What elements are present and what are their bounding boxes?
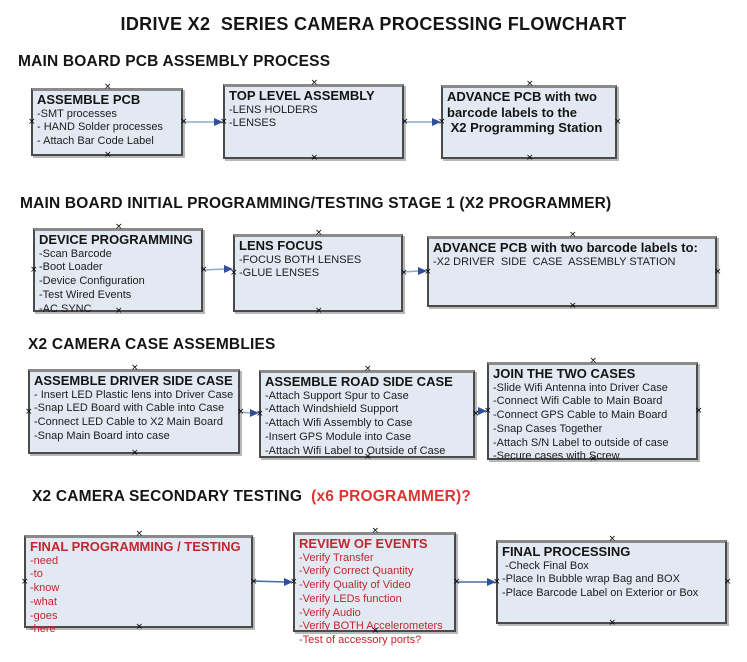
connector-arrowhead [250,409,259,417]
flow-box-item: -GLUE LENSES [239,267,320,280]
flow-box-title: ASSEMBLE DRIVER SIDE CASE [34,373,233,388]
flow-box[interactable]: FINAL PROGRAMMING / TESTING-need-to-know… [24,535,253,635]
section-heading-pcb-assembly: MAIN BOARD PCB ASSEMBLY PROCESS [18,53,330,71]
flow-box-item: -Verify LEDs function [299,592,402,605]
flow-box-item: -here [30,623,56,636]
flow-box-item: -Secure cases with Screw [493,450,620,463]
flow-box-item: -AC SYNC [39,302,92,315]
flow-box-item: -Verify Quality of Video [299,579,411,592]
flow-box-item: -Attach S/N Label to outside of case [493,436,669,449]
flow-box-item: -Attach Support Spur to Case [265,389,409,402]
connector-line [239,411,252,414]
flow-box-item: -Test Wired Events [39,288,132,301]
flow-box-item: -Verify Transfer [299,551,374,564]
flow-box[interactable]: REVIEW OF EVENTS-Verify Transfer-Verify … [293,532,456,646]
section-heading-initial-programming: MAIN BOARD INITIAL PROGRAMMING/TESTING S… [20,195,611,213]
connector-arrowhead [224,265,233,273]
section-heading-secondary-testing: X2 CAMERA SECONDARY TESTING (x6 PROGRAMM… [32,488,471,506]
flow-box-title: LENS FOCUS [239,238,323,253]
flow-box-item: -goes [30,609,58,622]
connector-arrowhead [478,407,487,415]
flow-box-item: -Slide Wifi Antenna into Driver Case [493,381,668,394]
flow-box-item: -Snap Cases Together [493,422,603,435]
flow-box-title: ADVANCE PCB with two barcode labels to: [433,240,698,255]
connector-arrowhead [432,118,441,126]
flow-box-item: -Insert GPS Module into Case [265,430,412,443]
section-heading-text: X2 CAMERA SECONDARY TESTING [32,488,307,505]
flow-box[interactable]: TOP LEVEL ASSEMBLY-LENS HOLDERS-LENSES [223,84,404,159]
flow-box-item: -Snap Main Board into case [34,429,170,442]
flow-box[interactable]: ASSEMBLE ROAD SIDE CASE-Attach Support S… [259,370,475,458]
flow-box-item: -Place In Bubble wrap Bag and BOX [502,573,680,586]
flow-box-item: -LENSES [229,117,277,130]
flow-box-item: -Test of accessory ports? [299,634,422,647]
flow-box-item: - Insert LED Plastic lens into Driver Ca… [34,388,234,401]
flow-box-title: DEVICE PROGRAMMING [39,232,193,247]
flow-box-item: -Verify Correct Quantity [299,565,414,578]
page-title: IDRIVE X2 SERIES CAMERA PROCESSING FLOWC… [120,14,627,34]
flow-box[interactable]: ASSEMBLE DRIVER SIDE CASE- Insert LED Pl… [28,369,240,454]
flow-box-item: -Place Barcode Label on Exterior or Box [502,587,699,600]
flow-box[interactable]: FINAL PROCESSING -Check Final Box-Place … [496,540,727,624]
flow-box-title: FINAL PROCESSING [502,544,631,559]
flow-box-item: -Verify BOTH Accelerometers [299,620,443,633]
flow-box-item: -Attach Windshield Support [265,403,399,416]
connector-line [202,268,226,271]
flow-box-item: -know [30,582,60,595]
flow-box-title: ADVANCE PCB with two barcode labels to t… [447,89,603,135]
section-heading-text: MAIN BOARD PCB ASSEMBLY PROCESS [18,53,331,70]
flow-box-title: ASSEMBLE ROAD SIDE CASE [265,374,453,389]
connector-line [252,580,286,583]
section-heading-text: X2 CAMERA CASE ASSEMBLIES [28,336,276,353]
flow-box-item: -what [30,595,57,608]
flow-box[interactable]: ADVANCE PCB with two barcode labels to:-… [427,236,717,307]
flow-box-title: TOP LEVEL ASSEMBLY [229,88,375,103]
flow-box-item: -Check Final Box [502,559,589,572]
flow-box-item: -SMT processes [37,107,117,120]
flow-box[interactable]: DEVICE PROGRAMMING-Scan Barcode-Boot Loa… [33,228,203,315]
flow-box-item: -Attach Wifi Label to Outside of Case [265,444,446,457]
flow-box-title: FINAL PROGRAMMING / TESTING [30,539,241,554]
flow-box[interactable]: LENS FOCUS-FOCUS BOTH LENSES-GLUE LENSES [233,234,403,312]
flow-box-item: -Connect Wifi Cable to Main Board [493,395,663,408]
flow-box-title: ASSEMBLE PCB [37,92,141,107]
flow-box-title: JOIN THE TWO CASES [493,366,636,381]
flow-box-title: REVIEW OF EVENTS [299,536,428,551]
flow-box-item: -Scan Barcode [39,247,112,260]
section-heading-text: MAIN BOARD INITIAL PROGRAMMING/TESTING S… [20,195,612,212]
connector-arrowhead [284,578,293,586]
flow-box-item: -Device Configuration [39,275,145,288]
flow-box-item: -FOCUS BOTH LENSES [239,253,362,266]
flow-box-item: -to [30,568,43,581]
flow-box-item: -need [30,554,59,567]
connector-arrowhead [418,267,427,275]
flow-box-item: -Boot Loader [39,261,103,274]
flow-box-item: -Attach Wifi Assembly to Case [265,417,413,430]
section-heading-case-assemblies: X2 CAMERA CASE ASSEMBLIES [28,336,276,354]
section-heading-red-text: (x6 PROGRAMMER)? [306,488,472,505]
connector-arrowhead [214,118,223,126]
flow-box[interactable]: JOIN THE TWO CASES-Slide Wifi Antenna in… [487,362,698,462]
flow-box-item: -X2 DRIVER SIDE CASE ASSEMBLY STATION [433,255,676,268]
flow-box[interactable]: ASSEMBLE PCB-SMT processes- HAND Solder … [31,88,183,156]
flow-box-item: - Attach Bar Code Label [37,135,154,148]
flow-box-item: - HAND Solder processes [37,121,163,134]
connector-arrowhead [487,578,496,586]
flow-box-item: -Verify Audio [299,606,361,619]
flow-box-item: -Snap LED Board with Cable into Case [34,402,225,415]
flow-box-item: -Connect GPS Cable to Main Board [493,409,668,422]
flow-box-item: -Connect LED Cable to X2 Main Board [34,416,223,429]
connector-line [402,270,420,273]
flow-box-item: -LENS HOLDERS [229,103,318,116]
flow-box[interactable]: ADVANCE PCB with two barcode labels to t… [441,85,617,159]
